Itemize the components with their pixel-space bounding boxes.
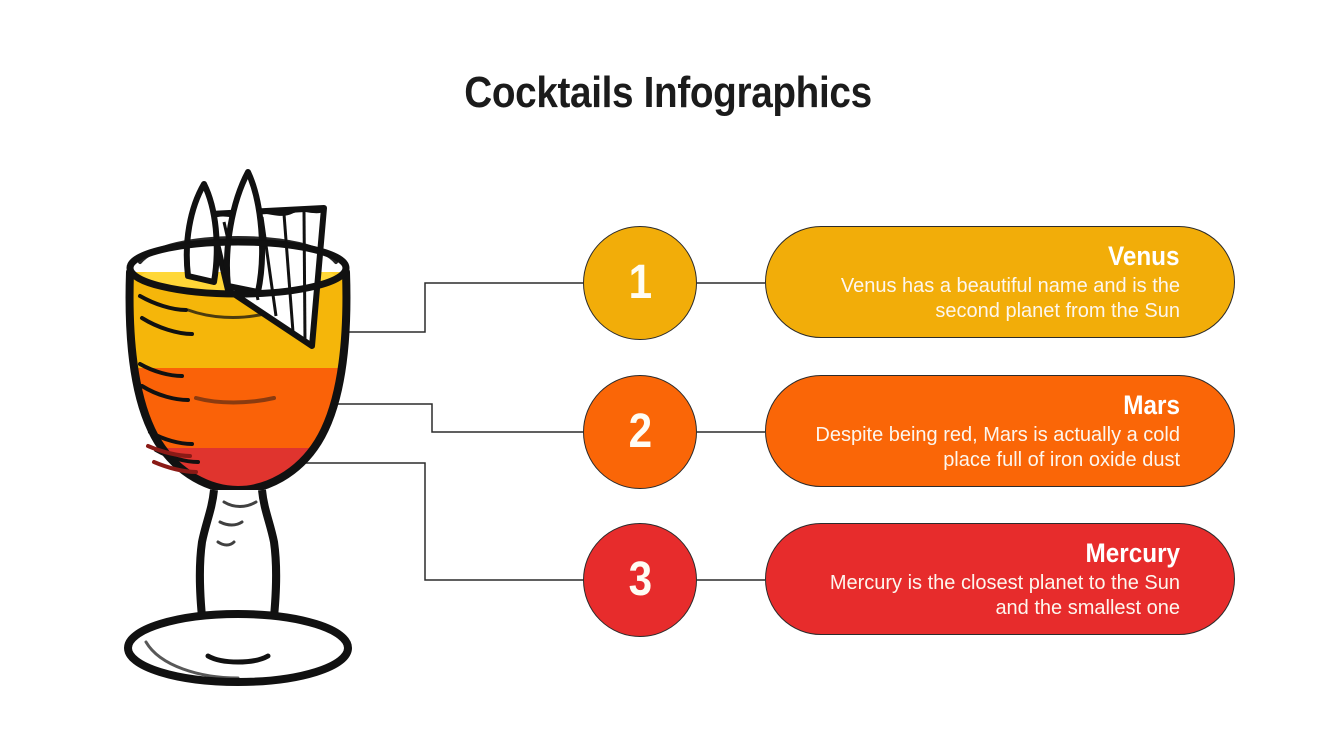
info-card-1[interactable]: Venus Venus has a beautiful name and is … bbox=[765, 226, 1235, 338]
info-card-title-2: Mars bbox=[1123, 389, 1180, 420]
glass-stem-shading bbox=[216, 500, 258, 547]
info-card-body-2: Despite being red, Mars is actually a co… bbox=[815, 423, 1180, 472]
garnish-leaf-left-icon bbox=[183, 181, 220, 285]
step-number-circle-3[interactable]: 3 bbox=[583, 523, 697, 637]
info-card-title-3: Mercury bbox=[1085, 537, 1180, 568]
glass-shading-amber bbox=[186, 308, 266, 319]
glass-rim bbox=[126, 238, 350, 298]
info-card-body-1: Venus has a beautiful name and is the se… bbox=[840, 274, 1180, 323]
step-number-2: 2 bbox=[628, 405, 652, 458]
cocktail-glass-illustration bbox=[88, 150, 388, 690]
glass-rim-inner bbox=[138, 235, 338, 264]
glass-shading-left bbox=[138, 294, 200, 464]
info-card-body-3: Mercury is the closest planet to the Sun… bbox=[829, 571, 1180, 620]
glass-shading-red bbox=[146, 444, 198, 474]
step-number-1: 1 bbox=[628, 256, 652, 309]
step-number-circle-2[interactable]: 2 bbox=[583, 375, 697, 489]
info-card-title-1: Venus bbox=[1108, 240, 1180, 271]
glass-foot bbox=[124, 610, 352, 686]
garnish-leaf-right-icon bbox=[223, 169, 266, 295]
info-card-2[interactable]: Mars Despite being red, Mars is actually… bbox=[765, 375, 1235, 487]
glass-foot-shading bbox=[144, 640, 240, 680]
glass-foot-joint bbox=[205, 653, 271, 665]
info-card-3[interactable]: Mercury Mercury is the closest planet to… bbox=[765, 523, 1235, 635]
step-number-3: 3 bbox=[628, 553, 652, 606]
step-number-circle-1[interactable]: 1 bbox=[583, 226, 697, 340]
glass-shading-orange bbox=[194, 396, 276, 405]
page-title: Cocktails Infographics bbox=[464, 68, 872, 117]
liquid-layer-orange bbox=[129, 368, 347, 448]
